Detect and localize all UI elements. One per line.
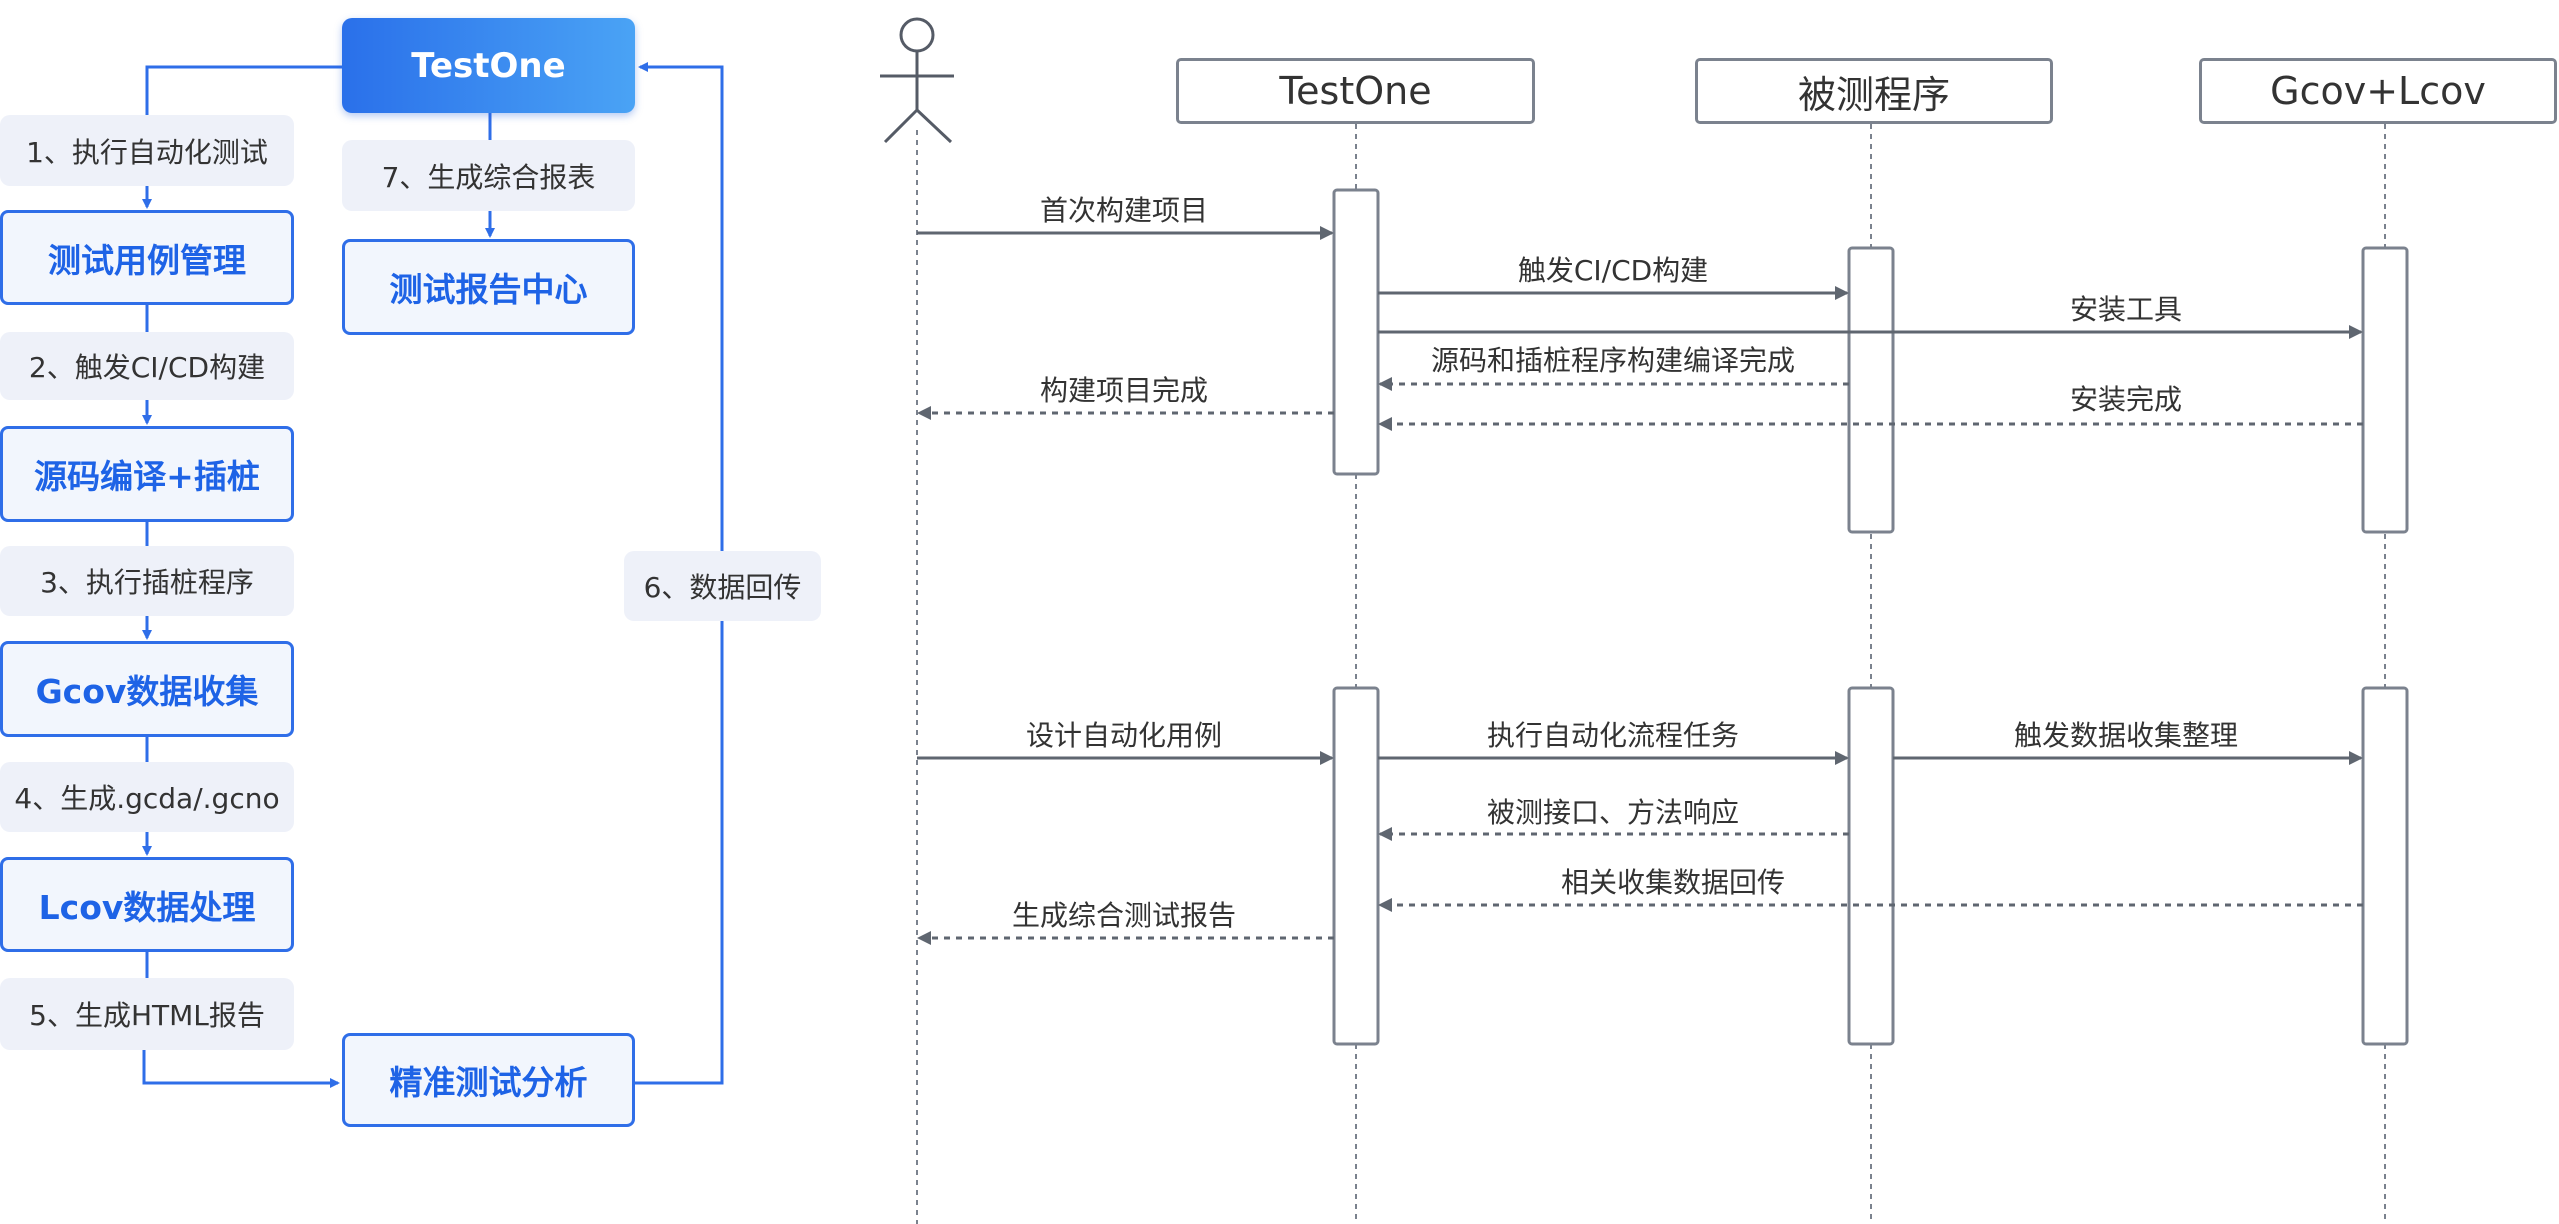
precision-analysis-box: 精准测试分析 xyxy=(342,1033,635,1127)
msg-label-6: 安装完成 xyxy=(2069,383,2183,416)
test-case-management-box: 测试用例管理 xyxy=(0,210,294,305)
activation-gcov-1 xyxy=(2361,246,2409,534)
step-1-label: 1、执行自动化测试 xyxy=(0,115,294,186)
step-5-label: 5、生成HTML报告 xyxy=(0,978,294,1050)
msg-label-2: 触发CI/CD构建 xyxy=(1517,254,1709,287)
connector-start-to-step1 xyxy=(145,65,342,115)
activations xyxy=(1332,188,2409,1046)
activation-testone-2 xyxy=(1332,686,1380,1046)
step-3-label: 3、执行插桩程序 xyxy=(0,546,294,616)
msg-label-1: 首次构建项目 xyxy=(1039,194,1209,227)
connector-step5-to-node5 xyxy=(142,1050,340,1088)
compile-instrument-box: 源码编译+插桩 xyxy=(0,426,294,522)
msg-label-7: 设计自动化用例 xyxy=(1025,719,1223,752)
participant-program: 被测程序 xyxy=(1695,58,2053,124)
msg-label-10: 被测接口、方法响应 xyxy=(1486,796,1740,829)
lcov-process-box: Lcov数据处理 xyxy=(0,857,294,952)
testone-start-box: TestOne xyxy=(342,18,635,113)
report-center-box: 测试报告中心 xyxy=(342,239,635,335)
msg-label-8: 执行自动化流程任务 xyxy=(1486,719,1740,752)
activation-testone-1 xyxy=(1332,188,1380,476)
participant-gcov-lcov: Gcov+Lcov xyxy=(2199,58,2557,124)
message-arrows xyxy=(917,226,2363,945)
msg-label-3: 安装工具 xyxy=(2069,293,2183,326)
msg-label-9: 触发数据收集整理 xyxy=(2013,719,2239,752)
gcov-collect-box: Gcov数据收集 xyxy=(0,641,294,737)
activation-program-1 xyxy=(1847,246,1895,534)
msg-label-5: 构建项目完成 xyxy=(1039,374,1209,407)
step-7-label: 7、生成综合报表 xyxy=(342,140,635,211)
activation-gcov-2 xyxy=(2361,686,2409,1046)
step-6-label: 6、数据回传 xyxy=(624,551,821,621)
actor-icon xyxy=(880,17,954,144)
msg-label-4: 源码和插桩程序构建编译完成 xyxy=(1430,344,1796,377)
participant-testone: TestOne xyxy=(1176,58,1535,124)
msg-label-11: 相关收集数据回传 xyxy=(1560,866,1786,899)
step-4-label: 4、生成.gcda/.gcno xyxy=(0,762,294,832)
activation-program-2 xyxy=(1847,686,1895,1046)
msg-label-12: 生成综合测试报告 xyxy=(1011,899,1237,932)
step-2-label: 2、触发CI/CD构建 xyxy=(0,332,294,400)
